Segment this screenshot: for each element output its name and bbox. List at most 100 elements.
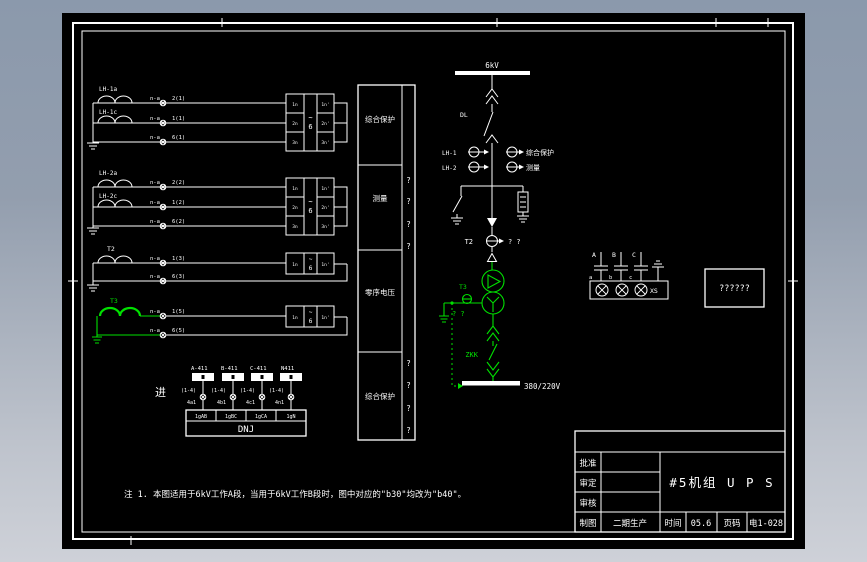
ct-label: LH-2a [99, 170, 117, 177]
fuse-label: B-411 [221, 366, 238, 372]
wire-number: 6(3) [172, 274, 185, 280]
ct-group-2: LH-2a LH-2c n-a 2(2) n-a 1(2) n-a 6(2) 1… [86, 170, 348, 236]
fuse-notch [289, 375, 293, 379]
relay-cell: 3n' [321, 140, 329, 146]
wire-number: 4n1 [275, 400, 284, 406]
wire-number: 6(1) [172, 135, 185, 141]
wires [166, 315, 348, 336]
ct-arrows [506, 151, 519, 168]
page-value: 电1-028 [749, 518, 783, 529]
terminal-label: n-a [150, 96, 160, 102]
green-neutral-wire [443, 302, 482, 316]
svg-text:?: ? [406, 197, 411, 206]
fuse-label: A-411 [191, 366, 208, 372]
ct-coil-icon [97, 115, 133, 124]
drawout-triangle-icon [486, 247, 498, 262]
arrow-head-icon [519, 164, 524, 170]
delta-symbol-icon [487, 274, 502, 289]
meter-cell: 1gCA [255, 414, 267, 420]
meter-label: DNJ [238, 425, 254, 435]
relay-cell: 2n [292, 205, 298, 211]
svg-text:?: ? [406, 176, 411, 185]
relay-symbol-icon: ~ [308, 198, 312, 206]
time-label: 时间 [664, 518, 681, 529]
ct-label: LH-1a [99, 86, 117, 93]
wire-number: 1(5) [172, 309, 185, 315]
title-block: 批准 审定 审核 制图 二期生产 #5机组 U P S 时间 05.6 页码 电… [574, 430, 786, 533]
wires [92, 102, 286, 143]
tap-label: a [589, 275, 592, 281]
terminal-label: n-a [150, 219, 160, 225]
relay-symbol-icon: 6 [308, 123, 312, 131]
vt-coil-icon [98, 306, 142, 317]
phase-label: C [632, 251, 636, 259]
relay-cell: 3n [292, 140, 298, 146]
lv-breaker-label: ZKK [465, 351, 478, 359]
panel-section-label: 测量 [373, 194, 388, 203]
phase-label: B [612, 251, 616, 259]
terminal-label: (1-4) [269, 388, 284, 394]
terminal-label: n-a [150, 135, 160, 141]
relay-links [334, 186, 348, 227]
relay-symbol-icon: 6 [309, 265, 313, 272]
meter-cell: 1gBC [225, 414, 237, 420]
lv-busbar [462, 381, 520, 386]
tap-label: 测量 [526, 164, 540, 172]
wire-number: 1(3) [172, 256, 185, 262]
wires [92, 262, 348, 285]
wire-number: 2(1) [172, 96, 185, 102]
green-wires [96, 315, 161, 337]
relay-symbol-icon: 6 [308, 207, 312, 215]
arrester-icon [517, 191, 529, 213]
lv-drawout-breaker-icon [486, 314, 500, 381]
relay-box-1: 1n 2n 3n 1n' 2n' 3n' ~ 6 [285, 93, 348, 152]
phase-label: A [592, 251, 596, 259]
panel-section-label: 综合保护 [365, 114, 395, 124]
relay-symbol-icon: 6 [309, 318, 313, 325]
lv-bus-label: 380/220V [524, 382, 561, 391]
main-single-line: 6kV DL LH-1 LH-2 综合保护 测量 T2 ? ? [438, 61, 561, 391]
wire-number: 4a1 [187, 400, 196, 406]
arrow-head-icon [458, 383, 463, 389]
relay-cell: 1n' [321, 186, 329, 192]
terminal-label: n-a [150, 309, 160, 315]
wire-number: 4b1 [217, 400, 226, 406]
lamp-box [589, 280, 669, 300]
ct-label: LH-1 [442, 150, 457, 157]
wire-number: 1(1) [172, 116, 185, 122]
arrow-head-icon [519, 149, 524, 155]
hv-bus-label: 6kV [485, 61, 499, 70]
vt-label: T3 [110, 297, 118, 305]
info-box-text: ?????? [719, 284, 750, 294]
incoming-label: 进 [155, 386, 166, 399]
page-label: 页码 [723, 519, 740, 529]
relay-cell: 1n' [321, 102, 329, 108]
meter-cell: 1gN [286, 414, 295, 420]
svg-text:?: ? [406, 426, 411, 435]
t2-label: T2 [465, 238, 473, 246]
wire-number: 2(2) [172, 180, 185, 186]
hv-drawout-breaker-icon [483, 75, 499, 186]
relay-cell: 1n' [321, 315, 329, 321]
relay-box-3: 1n 1n' ~ 6 [285, 252, 335, 275]
terminal-label: n-a [150, 180, 160, 186]
panel-terminal-marks: ? ? ? ? ? ? ? ? [406, 176, 411, 435]
terminal-label: n-a [150, 200, 160, 206]
relay-symbol-icon: ~ [309, 256, 313, 263]
ct-arrows [468, 151, 484, 168]
terminal-label: n-a [150, 274, 160, 280]
panel-section-label: 零序电压 [365, 287, 395, 297]
relay-cell: 3n' [321, 224, 329, 230]
t2-terminals: ? ? [508, 238, 521, 246]
lamp-panel: A B C a b c XS [589, 251, 669, 300]
drawing-note: 注 1. 本图适用于6kV工作A段，当用于6kV工作B段时，图中对应的"b30"… [124, 489, 466, 500]
fuse-notch [260, 375, 264, 379]
arrow-head-icon [499, 238, 504, 244]
arrow-head-icon [484, 149, 489, 155]
time-value: 05.6 [691, 519, 711, 529]
relay-cell: 1n' [321, 262, 329, 268]
fuse-links [594, 252, 648, 281]
vt-group-t2: T2 n-a 1(3) n-a 6(3) 1n 1n' ~ 6 [86, 245, 348, 292]
relay-cell: 2n' [321, 205, 329, 211]
